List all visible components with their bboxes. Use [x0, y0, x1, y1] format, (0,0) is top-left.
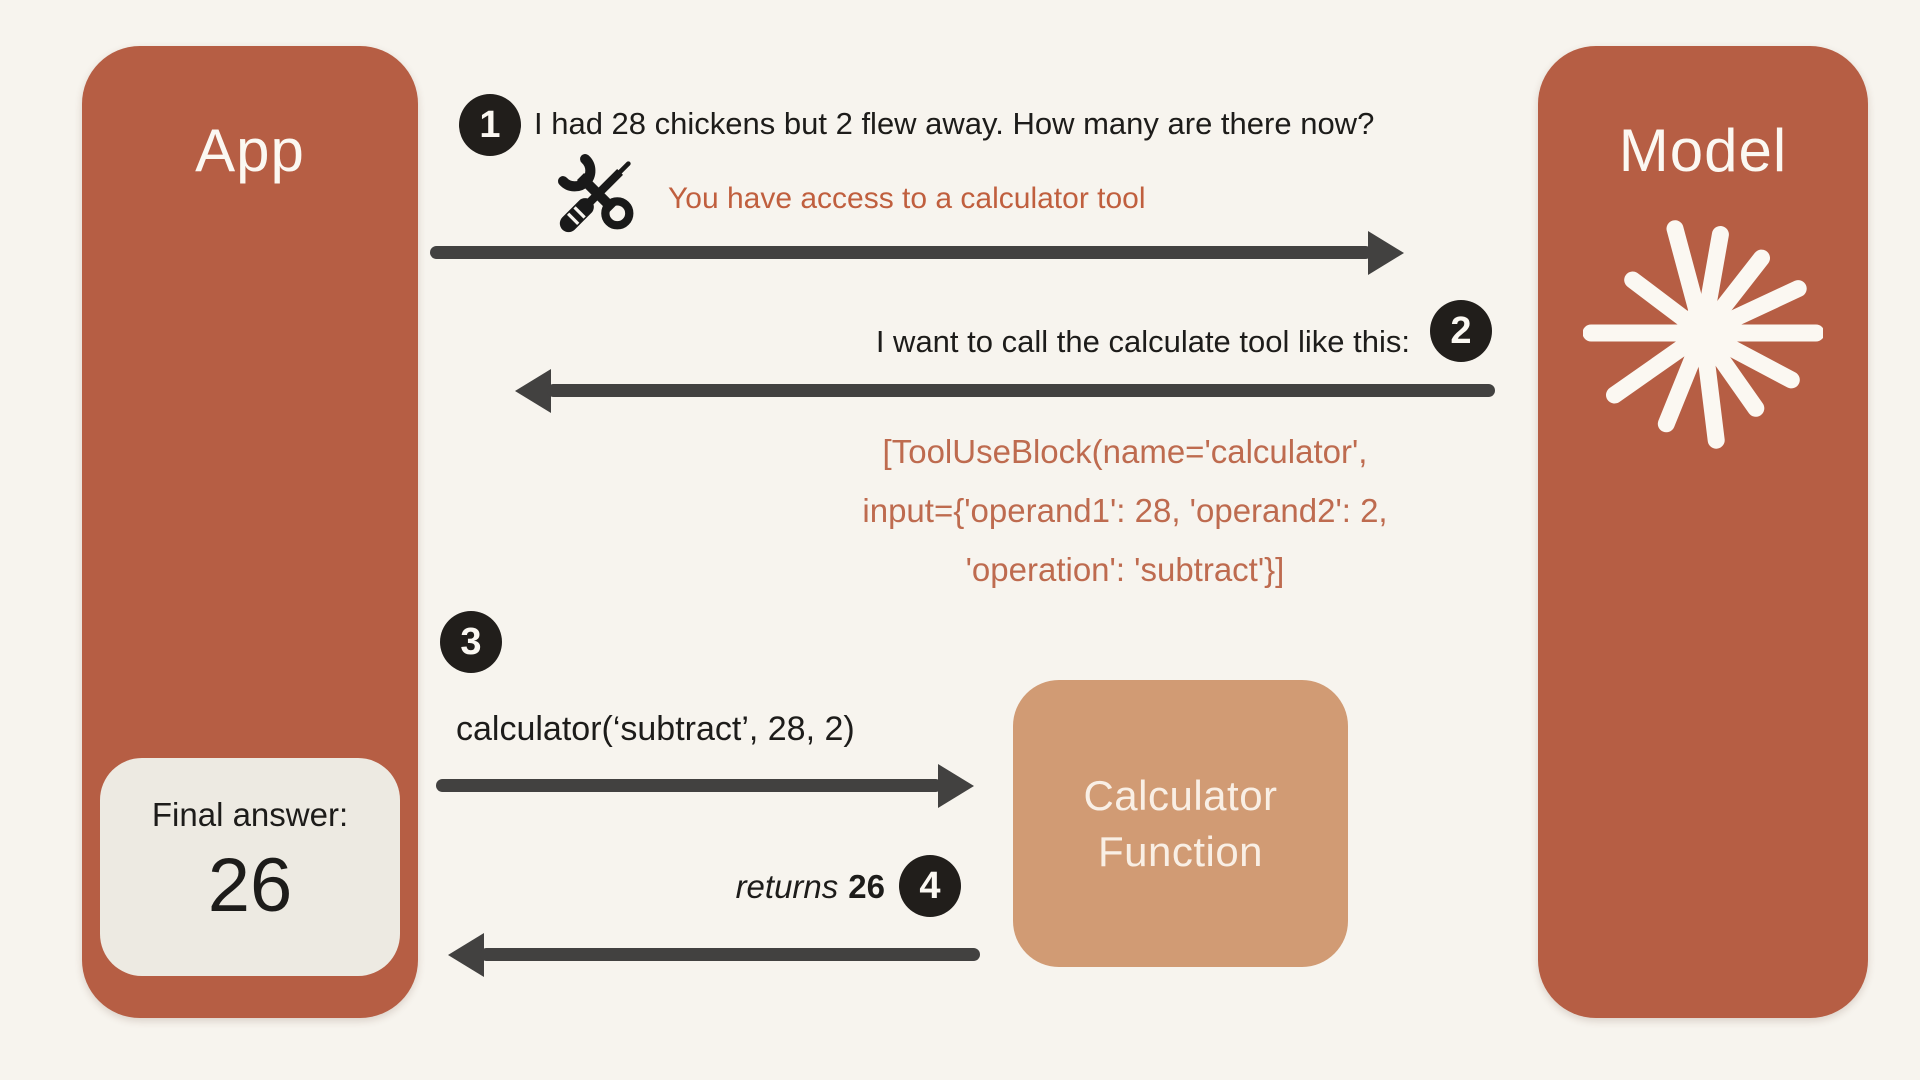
code-line: 'operation': 'subtract'}]	[965, 551, 1285, 588]
arrow-head-left-icon	[448, 933, 484, 977]
tools-icon	[557, 153, 634, 233]
step-2-tool-use-code: [ToolUseBlock(name='calculator', input={…	[775, 422, 1475, 599]
arrow-shaft	[436, 779, 942, 792]
calculator-label-line2: Function	[1097, 827, 1264, 875]
arrow-head-right-icon	[1368, 231, 1404, 275]
arrow-shaft	[480, 948, 980, 961]
code-line: [ToolUseBlock(name='calculator',	[882, 433, 1368, 470]
step-4-return-value: 26	[848, 868, 885, 905]
step-2-badge: 2	[1430, 300, 1492, 362]
app-label: App	[195, 117, 305, 184]
starburst-icon	[1583, 220, 1823, 449]
step-4-badge: 4	[899, 855, 961, 917]
final-answer-label: Final answer:	[151, 796, 349, 833]
step-2-message: I want to call the calculate tool like t…	[875, 324, 1410, 359]
step-3-badge: 3	[440, 611, 502, 673]
app-box: App Final answer: 26	[82, 46, 418, 1018]
arrow-head-left-icon	[515, 369, 551, 413]
model-label: Model	[1618, 117, 1788, 184]
arrow-head-right-icon	[938, 764, 974, 808]
arrow-shaft	[547, 384, 1495, 397]
step-1-badge: 1	[459, 94, 521, 156]
model-box: Model	[1538, 46, 1868, 1018]
code-line: input={'operand1': 28, 'operand2': 2,	[862, 492, 1388, 529]
arrow-shaft	[430, 246, 1372, 259]
step-3-message: calculator(‘subtract’, 28, 2)	[456, 710, 855, 748]
step-1-system-note: You have access to a calculator tool	[668, 182, 1146, 215]
calculator-function-box: Calculator Function	[1013, 680, 1348, 967]
final-answer-box: Final answer: 26	[100, 758, 400, 976]
calculator-label-line1: Calculator	[1083, 771, 1278, 819]
step-1-message: I had 28 chickens but 2 flew away. How m…	[534, 106, 1375, 141]
final-answer-value: 26	[207, 843, 293, 928]
step-4-returns-label: returns	[735, 868, 839, 905]
